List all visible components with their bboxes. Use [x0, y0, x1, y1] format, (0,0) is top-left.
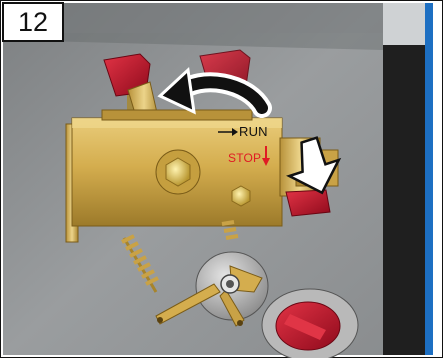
- step-number-box: 12: [2, 2, 64, 42]
- lower-red-knob: [262, 289, 358, 358]
- hex-nut-large: [156, 150, 200, 194]
- hex-nut-small: [232, 186, 250, 206]
- stop-label: STOP: [228, 151, 261, 165]
- blue-stripe: [425, 3, 433, 355]
- run-label: RUN: [239, 124, 268, 139]
- dark-side-panel: [383, 45, 425, 355]
- step-number: 12: [18, 7, 48, 38]
